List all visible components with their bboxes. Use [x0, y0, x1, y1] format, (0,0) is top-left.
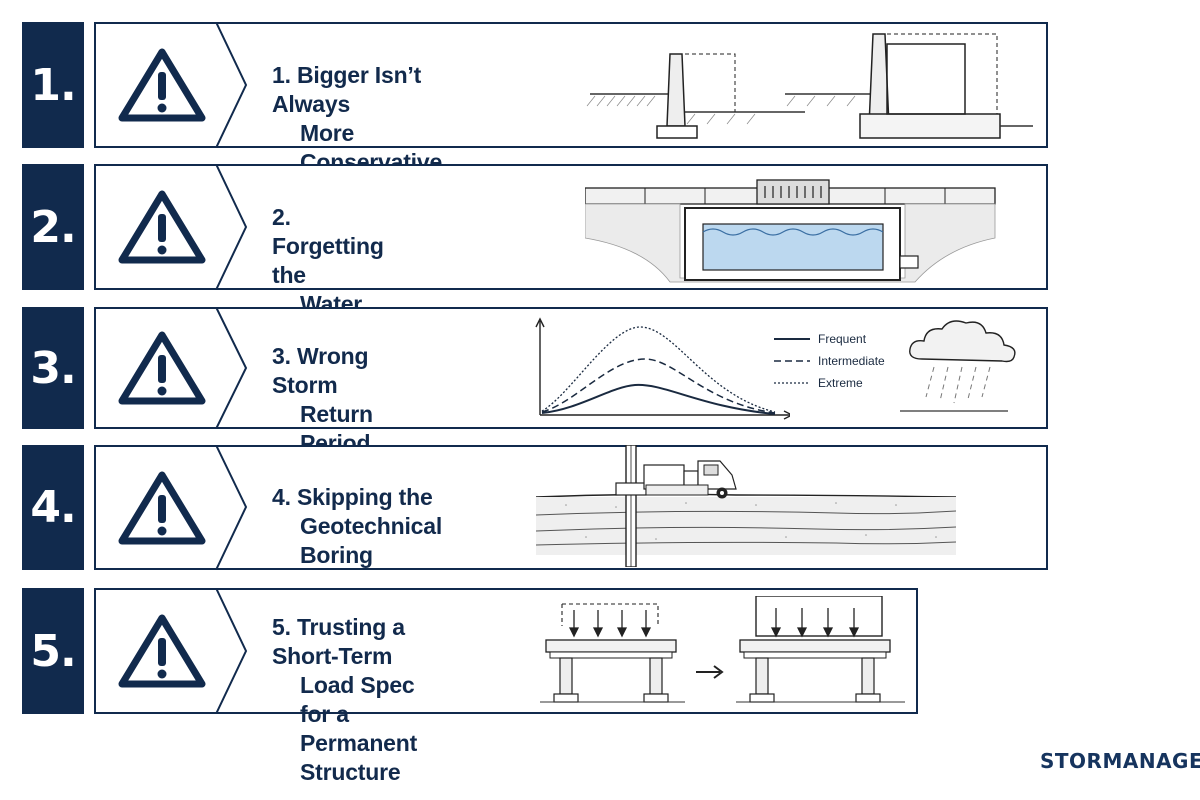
row-number: 5. [22, 588, 84, 714]
row-title: 1. Bigger Isn’t Always More Conservative [272, 62, 443, 175]
frequent-curve [541, 383, 776, 415]
extreme-curve [541, 326, 776, 413]
brand-logo: STORMANAGE [1040, 749, 1200, 773]
warning-icon [118, 614, 206, 688]
row-title: 3. Wrong Storm Return Period [272, 343, 373, 456]
chevron-right-icon [215, 22, 248, 148]
load-comparison-illustration [540, 596, 905, 703]
row-title: 5. Trusting a Short-Term Load Spec for a… [272, 614, 418, 785]
card [94, 307, 1048, 429]
chevron-right-icon [215, 588, 248, 714]
legend-frequent: Frequent [818, 332, 867, 346]
warning-icon [118, 48, 206, 122]
underground-vault-illustration [585, 179, 996, 283]
legend: Frequent Intermediate Extreme [774, 332, 885, 390]
row-number: 4. [22, 445, 84, 570]
row-number: 3. [22, 307, 84, 429]
rain-cloud-icon [900, 320, 1016, 412]
drill-rig-illustration [536, 445, 956, 567]
intermediate-curve [541, 358, 776, 414]
arrow-right-icon [696, 665, 724, 679]
chevron-right-icon [215, 445, 248, 570]
chevron-right-icon [215, 164, 248, 290]
row-title: 4. Skipping the Geotechnical Boring [272, 484, 443, 568]
row-number: 2. [22, 164, 84, 290]
hydrograph-illustration [535, 317, 790, 420]
warning-icon [118, 190, 206, 264]
legend-extreme: Extreme [818, 376, 863, 390]
row-number: 1. [22, 22, 84, 148]
warning-icon [118, 471, 206, 545]
legend-intermediate: Intermediate [818, 354, 885, 368]
chevron-right-icon [215, 307, 248, 429]
warning-icon [118, 331, 206, 405]
retaining-wall-illustration [586, 33, 1033, 139]
